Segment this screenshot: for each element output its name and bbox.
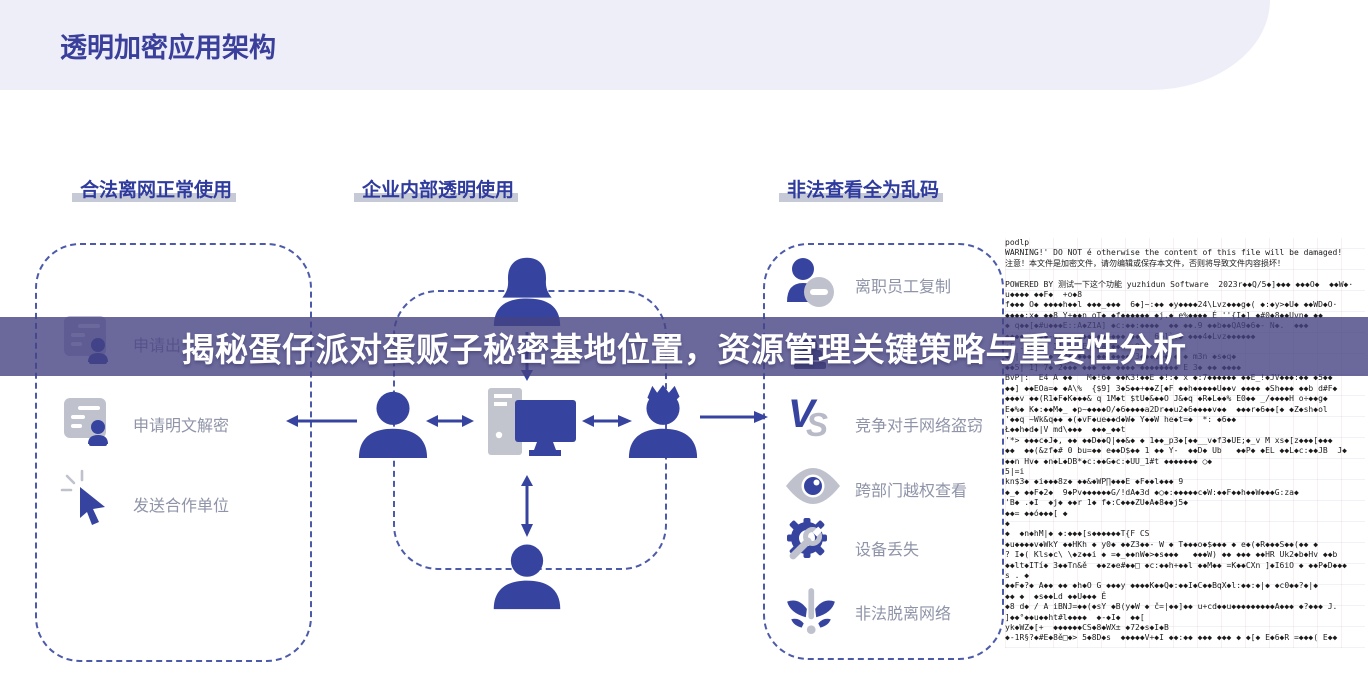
- overlay-banner-text: 揭秘蛋仔派对蛋贩子秘密基地位置，资源管理关键策略与重要性分析: [181, 330, 1187, 368]
- left-item-3-label: 发送合作单位: [133, 498, 230, 515]
- user-minus-icon: [787, 258, 834, 307]
- section-header-left: 合法离网正常使用: [71, 175, 237, 202]
- section-header-right: 非法查看全为乱码: [778, 175, 944, 202]
- document-user-icon: [64, 398, 108, 446]
- computer-icon: [488, 388, 576, 456]
- person-top-icon: [493, 257, 561, 326]
- gear-wrench-icon: [787, 518, 827, 560]
- garbled-ciphertext-panel: podlp WARNING!' DO NOT é otherwise the c…: [1005, 238, 1365, 648]
- right-item-2-label: 竞争对手网络盗窃: [855, 418, 984, 435]
- overlay-banner: 揭秘蛋仔派对蛋贩子秘密基地位置，资源管理关键策略与重要性分析: [0, 317, 1368, 376]
- left-dashed-box: [35, 243, 312, 662]
- right-item-1-label: 离职员工复制: [855, 279, 952, 296]
- garbled-text: podlp WARNING!' DO NOT é otherwise the c…: [1005, 238, 1354, 643]
- section-header-middle: 企业内部透明使用: [353, 175, 519, 202]
- eye-icon: [786, 468, 840, 504]
- wifi-alert-icon: [787, 588, 835, 635]
- person-bottom-icon: [493, 544, 561, 610]
- page-title: 透明加密应用架构: [60, 33, 276, 63]
- right-item-3-label: 跨部门越权查看: [855, 483, 968, 500]
- vs-icon: V: [788, 392, 815, 436]
- person-right-icon: [628, 384, 698, 458]
- left-item-2-label: 申请明文解密: [133, 418, 230, 435]
- vs-icon: S: [806, 406, 829, 443]
- person-left-icon: [358, 391, 428, 458]
- right-item-4-label: 设备丢失: [855, 542, 920, 559]
- right-item-5-label: 非法脱离网络: [855, 606, 952, 623]
- cursor-click-icon: [60, 469, 105, 525]
- header-band: [0, 0, 1270, 90]
- right-dashed-box: [763, 243, 1004, 660]
